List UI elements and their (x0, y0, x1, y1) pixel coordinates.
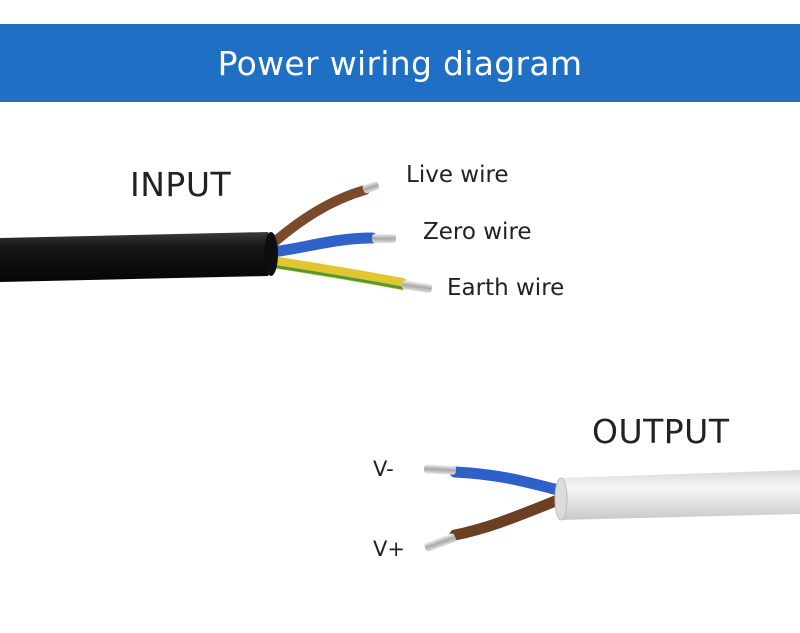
zero-wire (266, 232, 378, 258)
input-cable-sheath (0, 232, 273, 282)
v-plus-wire (449, 494, 564, 541)
output-cable-sheath (555, 470, 800, 520)
zero-wire-tip (372, 234, 396, 243)
v-minus-wire (449, 466, 564, 496)
output-label: OUTPUT (592, 412, 730, 451)
diagram-title: Power wiring diagram (217, 43, 583, 83)
zero-wire-label: Zero wire (423, 219, 532, 245)
v-plus-label: V+ (373, 537, 405, 561)
v-minus-wire-tip (423, 464, 457, 475)
earth-wire (266, 256, 408, 290)
earth-wire-label: Earth wire (447, 275, 565, 301)
v-plus-wire-tip (424, 533, 456, 552)
earth-wire-tip (401, 280, 433, 293)
input-label: INPUT (130, 165, 232, 204)
v-minus-label: V- (373, 457, 394, 481)
title-banner: Power wiring diagram (0, 24, 800, 102)
live-wire-label: Live wire (406, 162, 509, 188)
live-wire-tip (362, 181, 380, 194)
input-wires (266, 181, 433, 293)
output-wires (423, 464, 564, 552)
live-wire (267, 185, 370, 249)
